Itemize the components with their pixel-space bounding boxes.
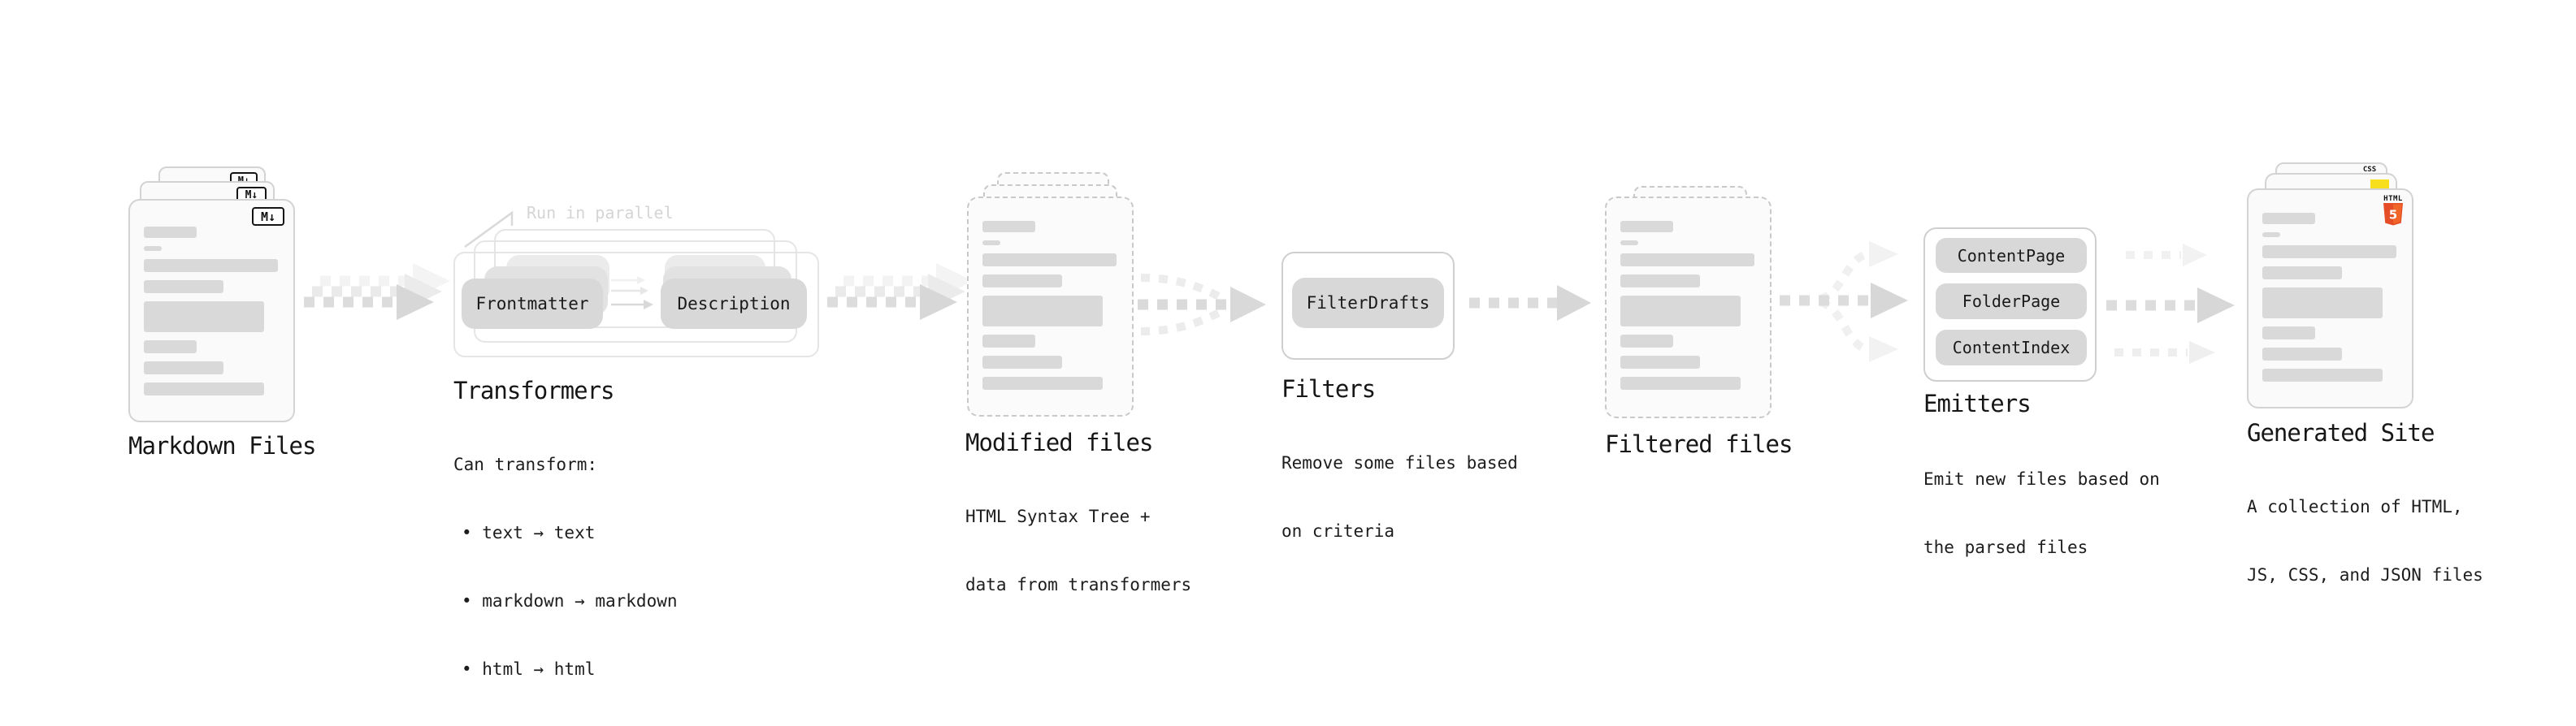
document-content-placeholder <box>2262 213 2396 382</box>
transformer-description-pill: Description <box>661 279 807 329</box>
generated-html-file-card: HTML 5 <box>2247 188 2413 408</box>
emitters-description: Emit new files based on the parsed files <box>1923 422 2160 604</box>
filter-drafts-pill: FilterDrafts <box>1292 278 1444 328</box>
desc-line: HTML Syntax Tree + <box>965 507 1151 526</box>
markdown-icon: M↓ <box>252 207 284 226</box>
emitter-folder-page-pill: FolderPage <box>1936 283 2087 319</box>
html5-icon-label: HTML <box>2383 195 2403 203</box>
arrow-emitters-to-generated <box>2106 244 2235 364</box>
parallel-callout-line <box>464 210 514 248</box>
desc-line: Emit new files based on <box>1923 469 2160 489</box>
arrow-modified-to-filters <box>1138 274 1266 335</box>
generated-site-title: Generated Site <box>2247 419 2435 447</box>
generated-site-description: A collection of HTML, JS, CSS, and JSON … <box>2247 450 2483 632</box>
modified-files-description: HTML Syntax Tree + data from transformer… <box>965 460 1191 642</box>
document-content-placeholder <box>144 227 278 395</box>
transformers-title: Transformers <box>453 377 615 404</box>
document-content-placeholder <box>1620 221 1754 390</box>
parallel-arrows-icon <box>611 276 653 309</box>
css-icon-label: CSS <box>2362 166 2377 174</box>
document-content-placeholder <box>982 221 1117 390</box>
desc-line: • markdown → markdown <box>462 591 678 611</box>
desc-line: Remove some files based <box>1281 453 1518 473</box>
arrow-transformers-to-modified <box>827 263 974 320</box>
filters-description: Remove some files based on criteria <box>1281 406 1518 588</box>
html5-icon: HTML 5 <box>2383 195 2404 229</box>
desc-line: A collection of HTML, <box>2247 497 2463 516</box>
emitters-title: Emitters <box>1923 390 2032 417</box>
filtered-file-card-front <box>1605 197 1772 418</box>
emitter-content-page-pill: ContentPage <box>1936 238 2087 273</box>
markdown-file-card-front: M↓ <box>128 199 295 422</box>
desc-line: on criteria <box>1281 521 1395 541</box>
transformers-description: Can transform: • text → text • markdown … <box>453 408 678 726</box>
arrow-markdown-to-transformers <box>304 263 450 320</box>
static-site-pipeline-diagram: M↓ M↓ M↓ Markdown Files <box>128 162 2483 679</box>
markdown-files-title: Markdown Files <box>128 432 316 460</box>
emitter-content-index-pill: ContentIndex <box>1936 330 2087 365</box>
arrow-filtered-to-emitters <box>1780 241 1908 362</box>
desc-line: JS, CSS, and JSON files <box>2247 565 2483 585</box>
desc-line: data from transformers <box>965 575 1192 594</box>
svg-text:5: 5 <box>2389 208 2397 223</box>
html5-shield: 5 <box>2383 203 2403 226</box>
desc-line: Can transform: <box>453 455 598 474</box>
filtered-files-title: Filtered files <box>1605 430 1793 458</box>
run-in-parallel-note: Run in parallel <box>527 203 674 223</box>
modified-file-card-front <box>967 197 1134 417</box>
transformer-frontmatter-pill: Frontmatter <box>462 279 603 329</box>
arrow-filters-to-filtered <box>1469 285 1591 321</box>
desc-line: • html → html <box>462 659 596 679</box>
desc-line: • text → text <box>462 523 596 542</box>
transformer-layer-front <box>453 252 819 357</box>
modified-files-title: Modified files <box>965 429 1153 456</box>
filters-title: Filters <box>1281 375 1376 403</box>
desc-line: the parsed files <box>1923 538 2088 557</box>
js-icon <box>2370 179 2389 188</box>
